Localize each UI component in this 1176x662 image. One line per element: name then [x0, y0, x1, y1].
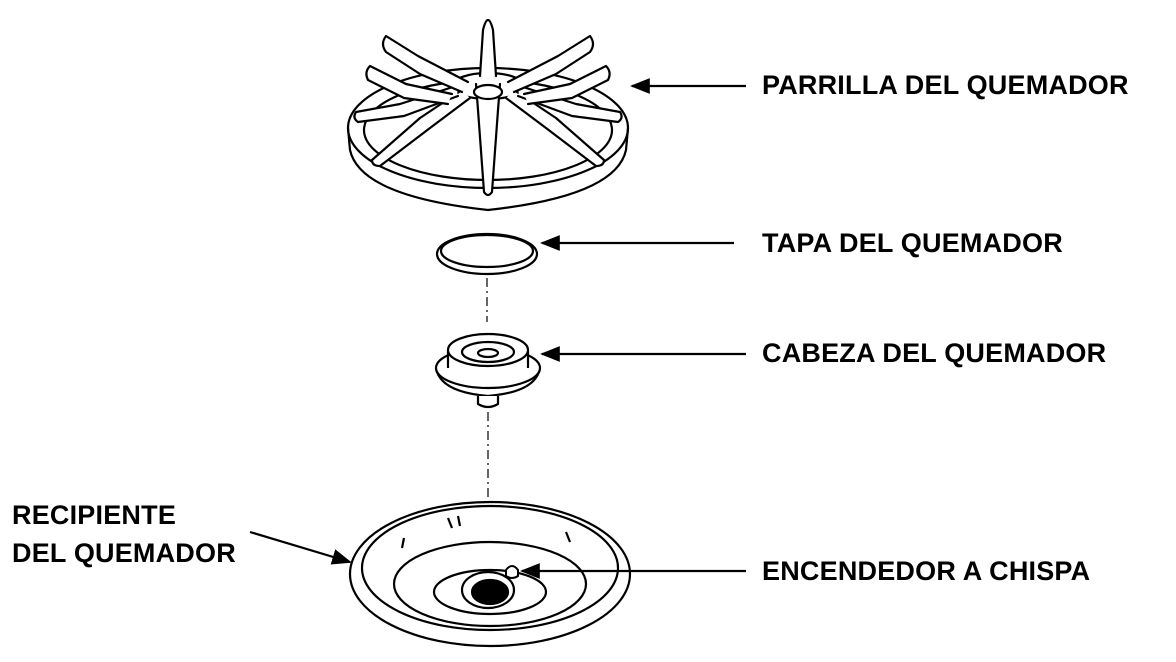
- label-burner-head: CABEZA DEL QUEMADOR: [762, 338, 1107, 368]
- callout-arrows: [249, 78, 746, 579]
- label-burner-bowl-line1: RECIPIENTE: [12, 500, 177, 530]
- burner-cap: [435, 232, 539, 276]
- burner-bowl: [348, 500, 632, 648]
- label-spark-igniter: ENCENDEDOR A CHISPA: [762, 556, 1091, 586]
- burner-grate: [346, 18, 630, 212]
- gas-port: [470, 578, 510, 606]
- label-burner-cap: TAPA DEL QUEMADOR: [762, 228, 1063, 258]
- spark-igniter: [505, 565, 519, 579]
- arrow-bowl: [249, 530, 352, 565]
- label-burner-bowl: RECIPIENTE DEL QUEMADOR: [12, 496, 236, 572]
- label-burner-grate: PARRILLA DEL QUEMADOR: [762, 70, 1129, 100]
- label-burner-bowl-line2: DEL QUEMADOR: [12, 538, 236, 568]
- burner-head: [434, 332, 542, 409]
